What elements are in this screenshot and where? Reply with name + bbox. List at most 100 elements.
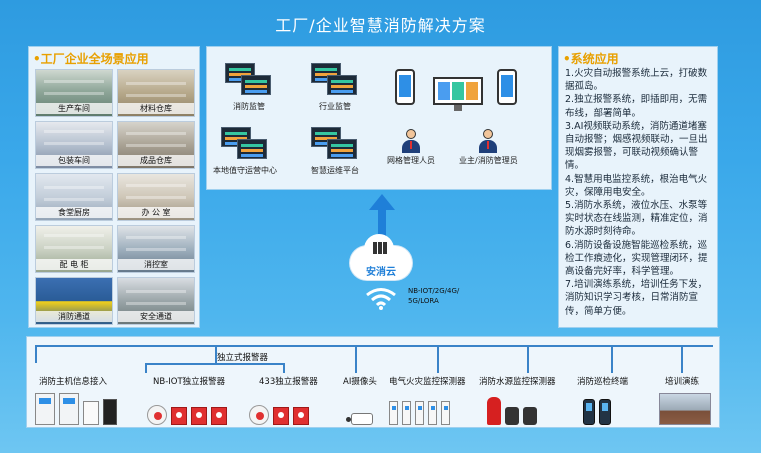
scene-caption: 配 电 柜 — [36, 259, 112, 270]
device-label: 433独立报警器 — [259, 377, 318, 387]
person-icon — [400, 129, 422, 153]
scene-caption: 食堂厨房 — [36, 207, 112, 218]
system-app-title: •系统应用 — [563, 52, 619, 66]
electrical-detector-icon[interactable] — [389, 401, 398, 425]
device-group-433 — [249, 389, 309, 425]
device-label: AI摄像头 — [343, 377, 377, 387]
node-industry-supervision[interactable]: 行业监管 — [311, 63, 359, 112]
device-group-electrical — [389, 389, 450, 425]
fire-host-icon[interactable] — [35, 393, 55, 425]
fire-host-icon[interactable] — [59, 393, 79, 425]
phone-icon — [497, 69, 517, 105]
device-group-water — [487, 389, 537, 425]
device-group-inspection — [583, 389, 611, 425]
training-photo[interactable] — [659, 393, 711, 425]
desktop-icon — [433, 77, 483, 111]
bus-line — [145, 363, 285, 365]
scene-card[interactable]: 生产车间 — [35, 69, 113, 117]
scene-card[interactable]: 成品仓库 — [117, 121, 195, 169]
device-label: 消防巡检终端 — [577, 377, 629, 387]
device-group-host — [35, 389, 117, 425]
list-item: 4.智慧用电监控系统，根治电气火灾，保障用电安全。 — [565, 173, 708, 198]
device-label: 电气火灾监控探测器 — [389, 377, 466, 387]
node-label: 智慧运维平台 — [311, 166, 359, 175]
electrical-detector-icon[interactable] — [441, 401, 450, 425]
hydrant-icon[interactable] — [487, 397, 501, 425]
node-fire-supervision[interactable]: 消防监管 — [225, 63, 273, 112]
node-local-ops-center[interactable]: 本地值守运营中心 — [213, 127, 277, 176]
device-label: 消防水源监控探测器 — [479, 377, 556, 387]
scene-panel-title: •工厂企业全场景应用 — [33, 52, 149, 66]
device-label: NB-IOT独立报警器 — [153, 377, 226, 387]
camera-icon[interactable] — [346, 413, 373, 425]
monitor-icon — [225, 63, 273, 99]
platform-panel: 消防监管 行业监管 本地值守运营中心 智慧运维平台 网格管理人员 业主/消防管理… — [206, 46, 552, 190]
manual-alarm-icon[interactable] — [171, 407, 187, 425]
water-pressure-icon[interactable] — [505, 407, 519, 425]
gas-detector-icon[interactable] — [191, 407, 207, 425]
system-app-list: 1.火灾自动报警系统上云，打破数据孤岛。 2.独立报警系统，即插即用，无需布线，… — [565, 67, 715, 318]
list-item: 3.AI视频联动系统，消防通道堵塞自动报警；烟感视频联动，一旦出现烟雾报警，可联… — [565, 120, 708, 172]
gateway-icon[interactable] — [83, 401, 99, 425]
bus-line — [35, 345, 713, 347]
standalone-alarm-label: 独立式报警器 — [217, 353, 269, 363]
list-item: 2.独立报警系统，即插即用，无需布线，部署简单。 — [565, 94, 708, 119]
scene-caption: 消防通道 — [36, 311, 112, 322]
device-group-training — [659, 389, 711, 425]
phone-device — [497, 69, 517, 105]
device-panel: 独立式报警器 消防主机信息接入 NB-IOT独立报警器 433独立报警器 AI摄… — [26, 336, 720, 428]
manual-alarm-icon[interactable] — [273, 407, 289, 425]
node-owner-manager[interactable]: 业主/消防管理员 — [459, 129, 518, 166]
list-item: 5.消防水系统，液位水压、水泵等实时状态在线监测，精准定位，消防水源时刻待命。 — [565, 200, 708, 238]
up-arrow-icon — [369, 194, 395, 210]
scene-panel: •工厂企业全场景应用 生产车间 材料仓库 包装车间 成品仓库 食堂厨房 办 公 … — [28, 46, 200, 328]
phone-icon — [395, 69, 415, 105]
phone-device — [395, 69, 415, 105]
scene-caption: 办 公 室 — [118, 207, 194, 218]
bus-line — [145, 363, 147, 373]
desktop-device — [433, 77, 483, 111]
scene-card[interactable]: 安全通道 — [117, 277, 195, 325]
node-label: 行业监管 — [319, 102, 351, 111]
device-label: 培训演练 — [665, 377, 700, 387]
node-label: 本地值守运营中心 — [213, 166, 277, 175]
scene-caption: 成品仓库 — [118, 155, 194, 166]
inspection-terminal-icon[interactable] — [599, 399, 611, 425]
electrical-detector-icon[interactable] — [402, 401, 411, 425]
scene-card[interactable]: 消防通道 — [35, 277, 113, 325]
monitor-icon — [221, 127, 269, 163]
network-label: NB-IOT/2G/4G/ 5G/LORA — [408, 287, 460, 305]
scene-card[interactable]: 消控室 — [117, 225, 195, 273]
bus-line — [527, 345, 529, 373]
scene-card[interactable]: 办 公 室 — [117, 173, 195, 221]
node-label: 消防监管 — [233, 102, 265, 111]
transmitter-icon[interactable] — [103, 399, 117, 425]
node-label: 网格管理人员 — [387, 156, 435, 165]
server-icon — [373, 239, 389, 254]
inspection-terminal-icon[interactable] — [583, 399, 595, 425]
scene-caption: 安全通道 — [118, 311, 194, 322]
bus-line — [355, 345, 357, 373]
scene-caption: 生产车间 — [36, 103, 112, 114]
alarm-bell-icon[interactable] — [293, 407, 309, 425]
scene-card[interactable]: 食堂厨房 — [35, 173, 113, 221]
scene-card[interactable]: 包装车间 — [35, 121, 113, 169]
scene-caption: 包装车间 — [36, 155, 112, 166]
scene-caption: 消控室 — [118, 259, 194, 270]
electrical-detector-icon[interactable] — [428, 401, 437, 425]
scene-card[interactable]: 材料仓库 — [117, 69, 195, 117]
level-sensor-icon[interactable] — [523, 407, 537, 425]
smoke-detector-icon[interactable] — [147, 405, 167, 425]
smoke-detector-icon[interactable] — [249, 405, 269, 425]
monitor-icon — [311, 63, 359, 99]
alarm-bell-icon[interactable] — [211, 407, 227, 425]
scene-card[interactable]: 配 电 柜 — [35, 225, 113, 273]
scene-caption: 材料仓库 — [118, 103, 194, 114]
node-grid-manager[interactable]: 网格管理人员 — [387, 129, 435, 166]
page-title: 工厂/企业智慧消防解决方案 — [275, 16, 486, 35]
node-ops-platform[interactable]: 智慧运维平台 — [311, 127, 359, 176]
node-label: 业主/消防管理员 — [459, 156, 518, 165]
list-item: 1.火灾自动报警系统上云，打破数据孤岛。 — [565, 68, 708, 93]
electrical-detector-icon[interactable] — [415, 401, 424, 425]
list-item: 7.培训演练系统，培训任务下发，消防知识学习考核，日常消防宣传，简单方便。 — [565, 279, 708, 317]
